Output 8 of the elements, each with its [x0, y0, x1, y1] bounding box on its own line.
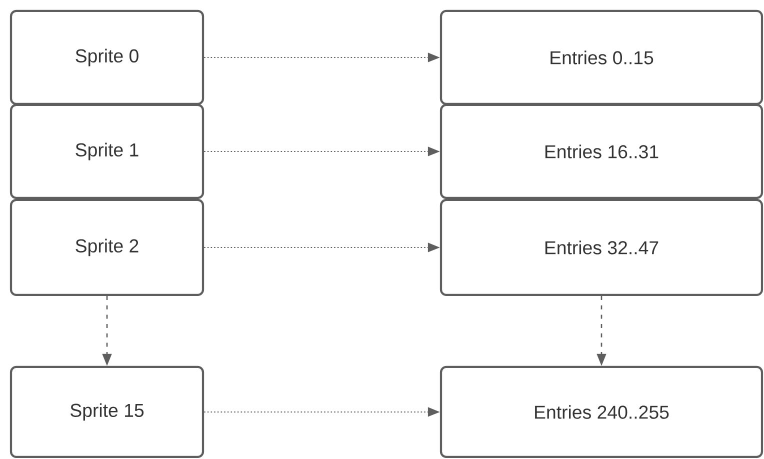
process-box: Entries 240..255 [440, 366, 764, 458]
process-box: Sprite 15 [10, 366, 204, 458]
process-box: Sprite 0 [10, 10, 204, 106]
process-box: Sprite 1 [10, 104, 204, 200]
process-box: Entries 32..47 [440, 198, 764, 296]
process-box: Entries 16..31 [440, 104, 764, 200]
process-box: Entries 0..15 [440, 10, 764, 106]
process-box: Sprite 2 [10, 198, 204, 296]
